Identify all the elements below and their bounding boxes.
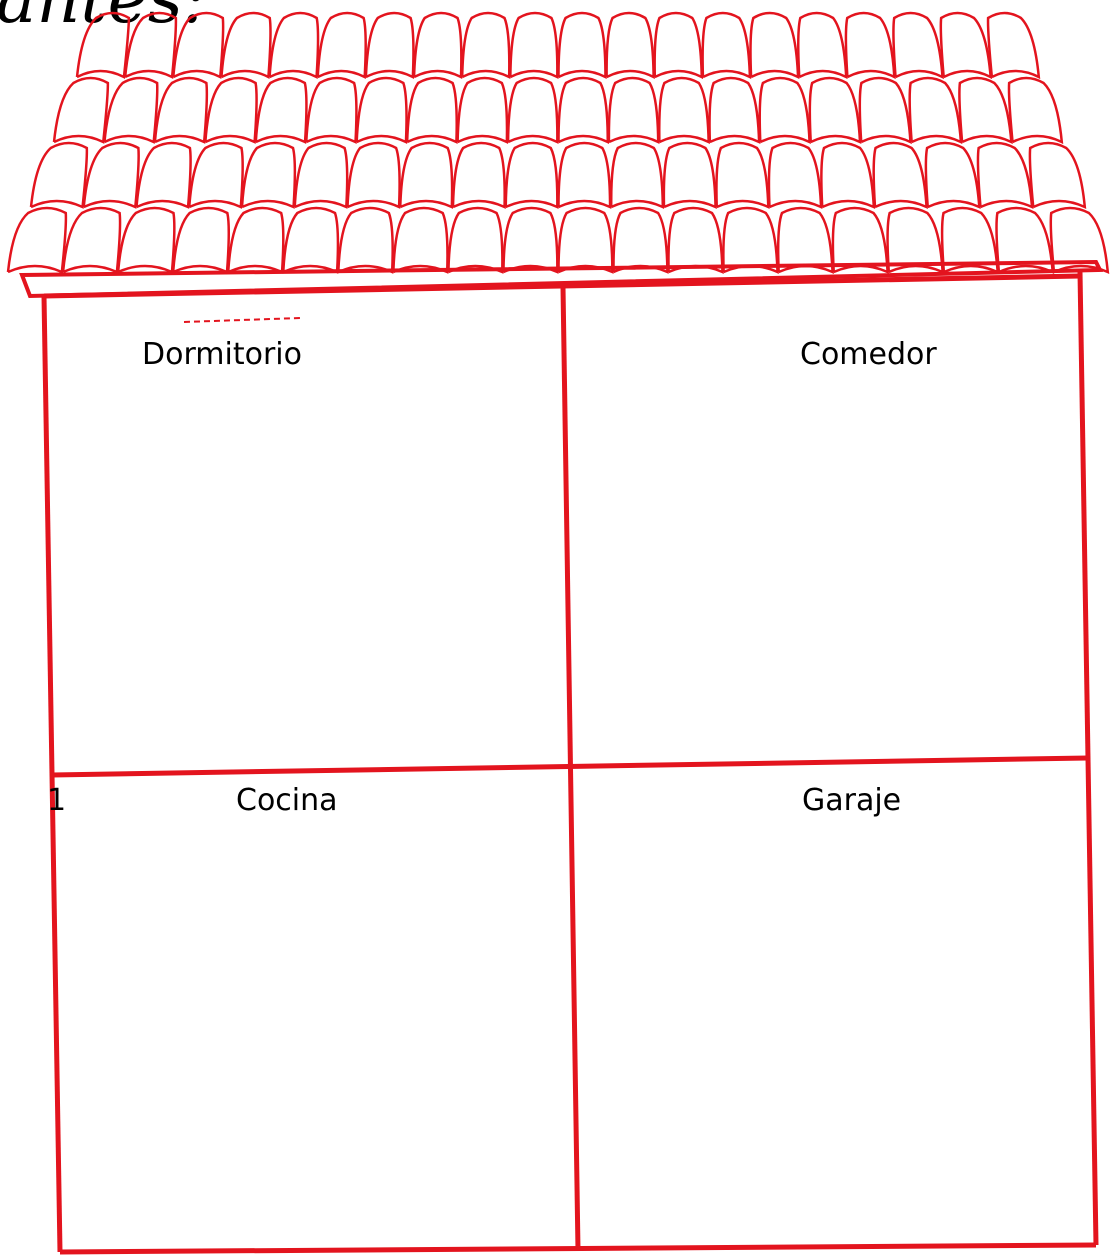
roof-tile [462,13,509,77]
roof-tile [988,13,1039,77]
room-label-comedor: Comedor [800,340,937,370]
roof-tile [810,78,860,142]
roof-tile [366,13,414,77]
roof-tile [306,78,356,142]
roof-tile [54,78,108,142]
roof-tile [798,13,846,77]
roof-tile [173,208,229,272]
roof-tile [607,13,654,77]
roof-tile [414,13,461,77]
room-label-cocina: Cocina [236,786,338,816]
roof-tile [84,143,139,207]
room-label-dormitorio: Dormitorio [142,340,302,370]
roof-tile [221,13,270,77]
roof-tile [448,208,502,272]
roof-tile [173,13,223,77]
roof-tile [750,13,798,77]
roof-tile [614,208,668,272]
roof-tile [846,13,894,77]
house-walls [22,262,1100,1252]
roof-tile [357,78,407,142]
roof-tile [137,143,191,207]
roof-tile [31,143,87,207]
roof-tile [189,143,242,207]
speck-mark [184,318,300,322]
roof-tile [716,143,768,207]
roof-tile [860,78,911,142]
roof-tile [611,143,663,207]
roof-tile [283,208,338,272]
roof-tile [118,208,174,272]
roof-tile [503,208,557,272]
roof-tile [318,13,366,77]
roof-tile [506,143,558,207]
roof-tile [664,143,716,207]
roof-tile [256,78,307,142]
roof-tile [723,208,777,272]
roof-tile [8,208,66,272]
roof-tile [874,143,927,207]
stray-number-mark: 1 [47,786,66,816]
roof-tile [400,143,452,207]
roof-tile [1030,143,1085,207]
roof-tile [778,208,832,272]
roof-tile [978,143,1032,207]
roof-tile [941,13,991,77]
roof-tile [910,78,961,142]
roof-tile [668,208,722,272]
roof-tile [559,143,611,207]
roof-tile [926,143,979,207]
roof-tile [710,78,760,142]
roof-tile [893,13,942,77]
roof-tile [453,143,505,207]
roof-tile [407,78,457,142]
roof-tile [703,13,750,77]
room-label-garaje: Garaje [802,786,901,816]
roof-tile [769,143,821,207]
roof-tile [760,78,810,142]
roof-tile [155,78,207,142]
roof-tile [104,78,157,142]
roof-tile [559,13,606,77]
roof-tile [659,78,708,142]
roof-tile [228,208,283,272]
roof-tile [242,143,295,207]
roof-tile [205,78,256,142]
roof-tile [77,13,129,77]
roof-tile [125,13,176,77]
roof-tile [270,13,318,77]
roof-tile [1009,78,1062,142]
roof-tile [295,143,347,207]
roof-tile [338,208,392,272]
roof-tile [348,143,400,207]
roof-tile [655,13,702,77]
roof-tile [458,78,507,142]
roof-tile [959,78,1011,142]
roof-tile [821,143,873,207]
tiled-roof [8,13,1108,272]
roof-tile [508,78,557,142]
roof-tile [559,208,613,272]
roof-tile [833,208,888,272]
roof-tile [510,13,557,77]
roof-tile [609,78,658,142]
roof-tile [393,208,447,272]
roof-tile [63,208,120,272]
roof-tile [559,78,608,142]
